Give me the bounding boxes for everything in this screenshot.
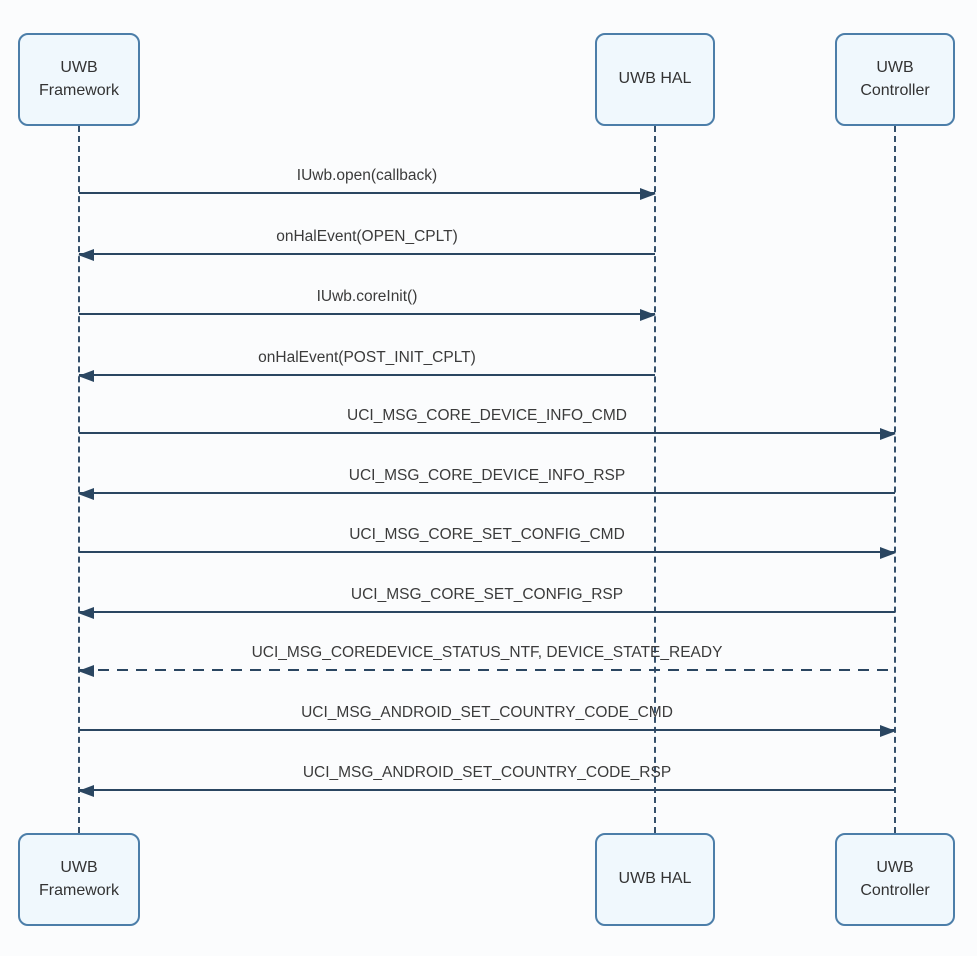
arrow-line [79, 788, 895, 791]
message-uci-msg-core-device-info-rsp: UCI_MSG_CORE_DEVICE_INFO_RSP [78, 460, 895, 500]
actor-label: UWB HAL [618, 870, 692, 888]
message-onhalevent-post-init-cplt: onHalEvent(POST_INIT_CPLT) [78, 342, 655, 382]
message-uci-msg-android-set-country-code-rsp: UCI_MSG_ANDROID_SET_COUNTRY_CODE_RSP [78, 757, 895, 797]
arrowhead-left-icon [78, 606, 94, 619]
message-iuwb-open-callback: IUwb.open(callback) [79, 160, 656, 200]
message-uci-msg-android-set-country-code-cmd: UCI_MSG_ANDROID_SET_COUNTRY_CODE_CMD [79, 697, 896, 737]
arrowhead-left-icon [78, 248, 94, 261]
arrow-line [79, 373, 655, 376]
message-label: UCI_MSG_ANDROID_SET_COUNTRY_CODE_RSP [302, 764, 672, 781]
arrow-line [79, 191, 655, 194]
lifeline-uwb-controller [894, 126, 896, 833]
actor-label: UWB Controller [860, 59, 930, 99]
message-uci-msg-core-set-config-cmd: UCI_MSG_CORE_SET_CONFIG_CMD [79, 519, 896, 559]
message-label: IUwb.open(callback) [296, 167, 438, 184]
actor-label: UWB HAL [618, 70, 692, 88]
message-onhalevent-open-cplt: onHalEvent(OPEN_CPLT) [78, 221, 655, 261]
arrowhead-left-icon [78, 487, 94, 500]
arrow-line [79, 728, 895, 731]
arrowhead-right-icon [880, 427, 896, 440]
actor-box-uwb-framework-top: UWB Framework [18, 33, 140, 126]
arrowhead-right-icon [880, 724, 896, 737]
message-label: UCI_MSG_CORE_DEVICE_INFO_CMD [347, 407, 627, 424]
actor-box-uwb-controller-top: UWB Controller [835, 33, 955, 126]
actor-label: UWB Framework [38, 59, 119, 99]
arrowhead-left-icon [78, 369, 94, 382]
arrowhead-left-icon [78, 664, 94, 677]
message-label: IUwb.coreInit() [316, 288, 418, 305]
message-uci-msg-core-device-info-cmd: UCI_MSG_CORE_DEVICE_INFO_CMD [79, 400, 896, 440]
message-uci-msg-core-set-config-rsp: UCI_MSG_CORE_SET_CONFIG_RSP [78, 579, 895, 619]
message-label: UCI_MSG_CORE_SET_CONFIG_RSP [350, 586, 624, 603]
arrow-line [79, 491, 895, 494]
arrowhead-right-icon [880, 546, 896, 559]
message-label: UCI_MSG_ANDROID_SET_COUNTRY_CODE_CMD [301, 704, 673, 721]
actor-box-uwb-hal-bottom: UWB HAL [595, 833, 715, 926]
actor-box-uwb-hal-top: UWB HAL [595, 33, 715, 126]
lifeline-uwb-hal [654, 126, 656, 833]
actor-label: UWB Controller [860, 859, 930, 899]
arrow-line [79, 610, 895, 613]
message-iuwb-coreinit: IUwb.coreInit() [79, 281, 656, 321]
message-label: onHalEvent(OPEN_CPLT) [276, 228, 458, 245]
lifeline-uwb-framework [78, 126, 80, 833]
message-label: onHalEvent(POST_INIT_CPLT) [258, 349, 476, 366]
actor-label: UWB Framework [38, 859, 119, 899]
actor-box-uwb-framework-bottom: UWB Framework [18, 833, 140, 926]
arrow-line [79, 431, 895, 434]
message-uci-msg-coredevice-status-ntf: UCI_MSG_COREDEVICE_STATUS_NTF, DEVICE_ST… [78, 637, 895, 677]
message-label: UCI_MSG_CORE_SET_CONFIG_CMD [349, 526, 625, 543]
arrow-line-dashed [79, 668, 895, 671]
arrowhead-right-icon [640, 308, 656, 321]
message-label: UCI_MSG_COREDEVICE_STATUS_NTF, DEVICE_ST… [251, 644, 723, 661]
arrowhead-left-icon [78, 784, 94, 797]
arrow-line [79, 312, 655, 315]
message-label: UCI_MSG_CORE_DEVICE_INFO_RSP [348, 467, 626, 484]
arrow-line [79, 252, 655, 255]
actor-box-uwb-controller-bottom: UWB Controller [835, 833, 955, 926]
arrow-line [79, 550, 895, 553]
arrowhead-right-icon [640, 187, 656, 200]
